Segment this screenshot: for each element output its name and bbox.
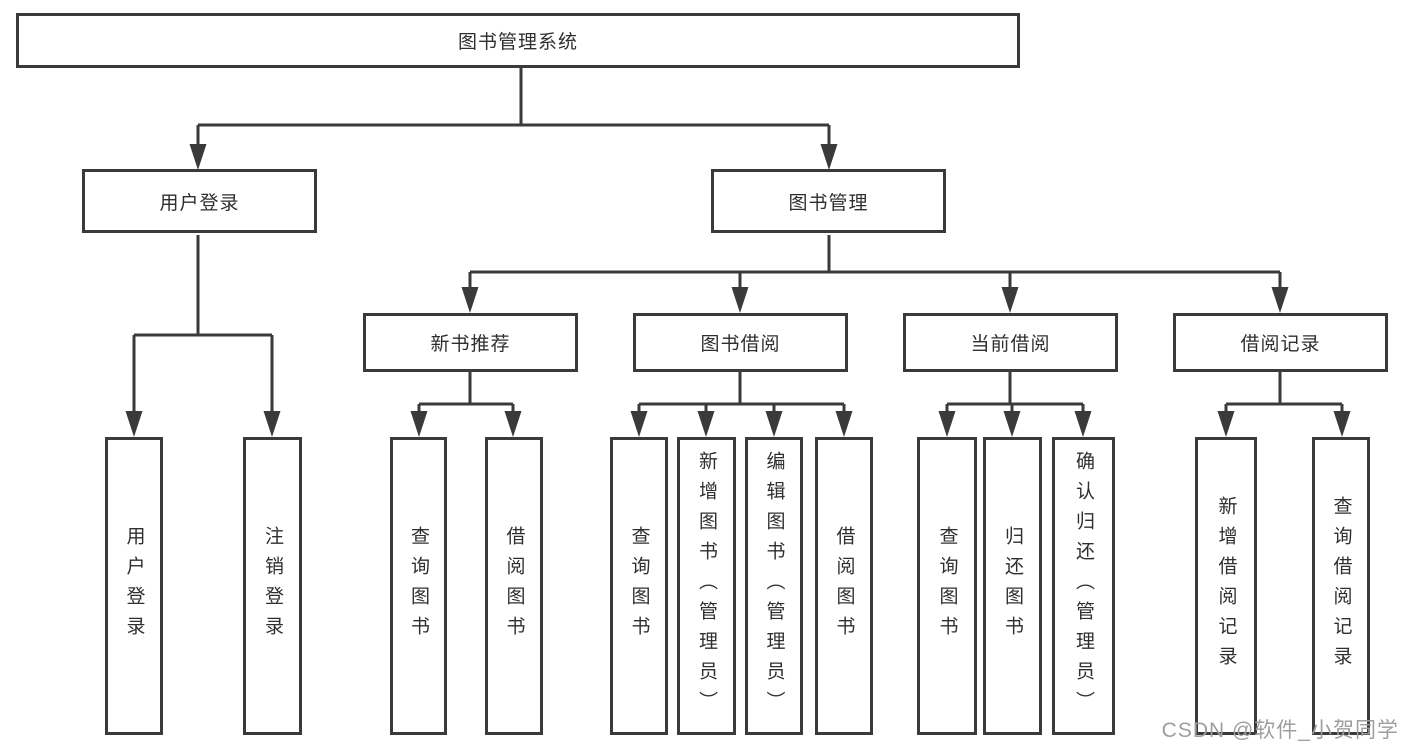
node-leaf-add-books-admin: 新增图书（管理员） [677, 437, 736, 735]
node-leaf-query-books-2-label: 查询图书 [628, 526, 650, 646]
node-leaf-user-login: 用户登录 [105, 437, 163, 735]
node-leaf-return-books: 归还图书 [983, 437, 1042, 735]
node-leaf-edit-books-admin: 编辑图书（管理员） [745, 437, 803, 735]
node-new-book-recommend-label: 新书推荐 [430, 334, 511, 355]
node-current-borrow-label: 当前借阅 [970, 334, 1051, 355]
node-leaf-query-books-1: 查询图书 [390, 437, 447, 735]
node-leaf-user-login-label: 用户登录 [123, 526, 145, 646]
node-leaf-query-books-2: 查询图书 [610, 437, 668, 735]
node-leaf-edit-books-admin-label: 编辑图书（管理员） [763, 451, 785, 721]
node-leaf-borrow-books-2-label: 借阅图书 [833, 526, 855, 646]
node-leaf-query-books-3: 查询图书 [917, 437, 977, 735]
node-leaf-query-books-3-label: 查询图书 [936, 526, 958, 646]
node-leaf-confirm-return-admin-label: 确认归还（管理员） [1073, 451, 1094, 721]
node-root-label: 图书管理系统 [457, 32, 578, 53]
node-leaf-add-borrow-record: 新增借阅记录 [1195, 437, 1257, 735]
node-leaf-add-books-admin-label: 新增图书（管理员） [696, 451, 717, 721]
node-user-login-label: 用户登录 [159, 192, 240, 214]
node-new-book-recommend: 新书推荐 [363, 313, 578, 372]
arrowheads [125, 144, 1351, 437]
node-book-management: 图书管理 [711, 169, 946, 233]
node-leaf-confirm-return-admin: 确认归还（管理员） [1052, 437, 1115, 735]
node-leaf-query-borrow-record: 查询借阅记录 [1312, 437, 1370, 735]
node-borrow-records-label: 借阅记录 [1240, 334, 1321, 355]
node-root: 图书管理系统 [16, 13, 1020, 68]
node-current-borrow: 当前借阅 [903, 313, 1118, 372]
node-leaf-return-books-label: 归还图书 [1002, 526, 1023, 646]
node-book-borrow-label: 图书借阅 [700, 334, 781, 355]
node-book-borrow: 图书借阅 [633, 313, 848, 372]
csdn-watermark: CSDN @软件_小贺同学 [1161, 719, 1399, 742]
node-leaf-query-books-1-label: 查询图书 [408, 526, 429, 646]
node-leaf-borrow-books-2: 借阅图书 [815, 437, 873, 735]
node-leaf-borrow-books-1-label: 借阅图书 [503, 526, 525, 646]
node-leaf-borrow-books-1: 借阅图书 [485, 437, 543, 735]
node-leaf-query-borrow-record-label: 查询借阅记录 [1330, 496, 1352, 676]
node-leaf-logout: 注销登录 [243, 437, 302, 735]
node-user-login: 用户登录 [82, 169, 317, 233]
node-book-management-label: 图书管理 [788, 192, 869, 214]
node-leaf-add-borrow-record-label: 新增借阅记录 [1215, 496, 1237, 676]
node-leaf-logout-label: 注销登录 [262, 526, 283, 646]
node-borrow-records: 借阅记录 [1173, 313, 1388, 372]
